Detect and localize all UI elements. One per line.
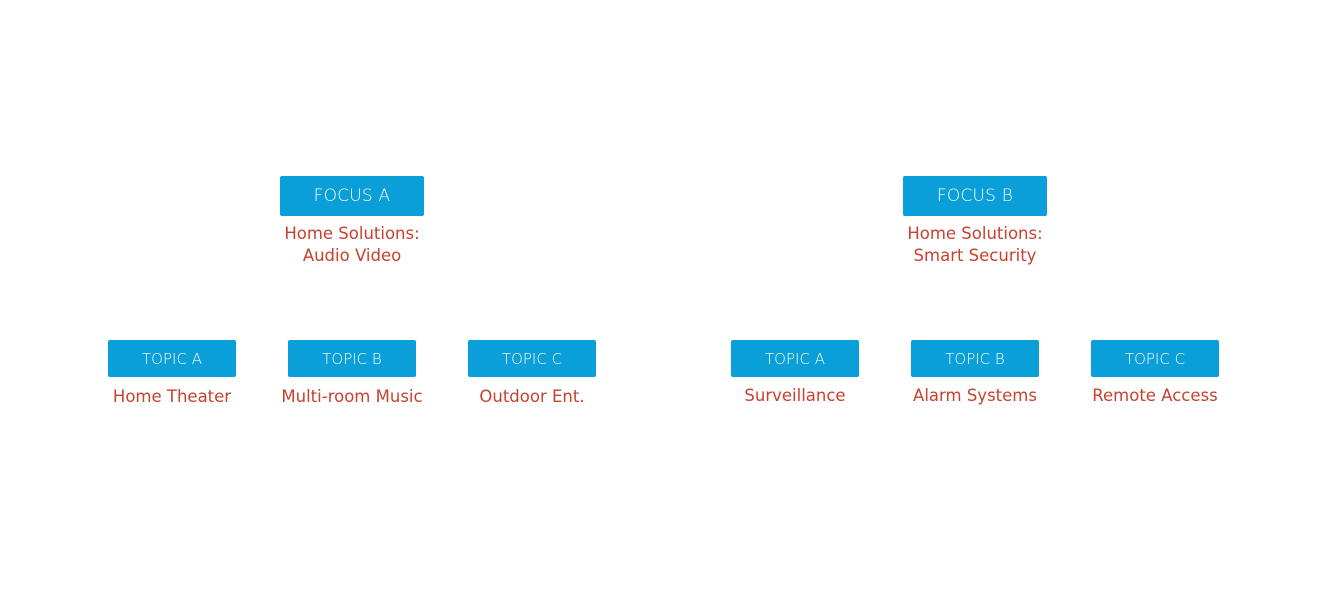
focus-a-topic-a-box: TOPIC A <box>108 340 236 377</box>
focus-b-topic-b-caption: Alarm Systems <box>913 386 1037 405</box>
focus-a-topic-c-box: TOPIC C <box>468 340 596 377</box>
focus-a-box: FOCUS A <box>280 176 424 216</box>
focus-b-topic-b-label: TOPIC B <box>945 349 1005 368</box>
focus-b-topic-c-box: TOPIC C <box>1091 340 1219 377</box>
focus-b-topic-a-label: TOPIC A <box>765 349 825 368</box>
focus-b-label: FOCUS B <box>936 186 1014 206</box>
focus-b-caption-line1: Home Solutions: <box>907 224 1043 243</box>
focus-a-caption-line1: Home Solutions: <box>284 224 420 243</box>
focus-b-box: FOCUS B <box>903 176 1047 216</box>
focus-a-topic-c-caption: Outdoor Ent. <box>479 387 585 406</box>
focus-a-topic-a-caption: Home Theater <box>112 387 232 406</box>
focus-a-topic-c-label: TOPIC C <box>501 349 563 368</box>
focus-b-topic-c-label: TOPIC C <box>1124 349 1186 368</box>
focus-a-topic-b-caption: Multi-room Music <box>281 387 423 406</box>
focus-b-caption: Home Solutions: Smart Security <box>875 223 1075 267</box>
focus-a-caption: Home Solutions: Audio Video <box>252 223 452 267</box>
focus-a-topic-b-box: TOPIC B <box>288 340 416 377</box>
focus-a-topic-b-label: TOPIC B <box>322 349 382 368</box>
focus-b-caption-line2: Smart Security <box>913 246 1037 265</box>
focus-a-topic-a-label: TOPIC A <box>142 349 202 368</box>
focus-a-label: FOCUS A <box>313 186 391 206</box>
focus-b-topic-b-box: TOPIC B <box>911 340 1039 377</box>
focus-a-caption-line2: Audio Video <box>302 246 402 265</box>
focus-b-topic-a-box: TOPIC A <box>731 340 859 377</box>
focus-b-topic-a-caption: Surveillance <box>744 386 846 405</box>
focus-b-topic-c-caption: Remote Access <box>1092 386 1218 405</box>
